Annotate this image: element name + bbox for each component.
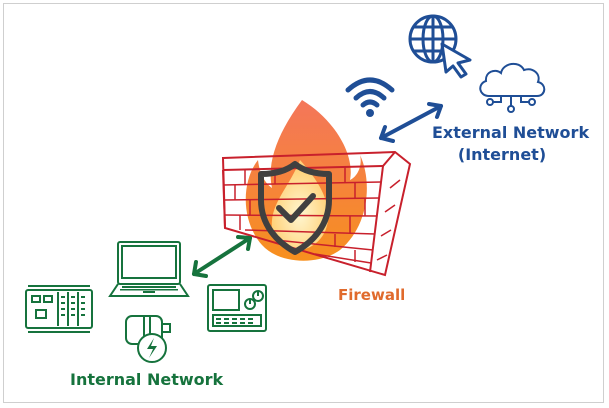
firewall-label: Firewall <box>338 286 406 304</box>
cloud-network-icon <box>479 62 546 113</box>
control-panel-icon <box>207 284 267 332</box>
flame-icon <box>245 100 367 261</box>
external-network-subtitle: (Internet) <box>457 145 547 164</box>
internal-network-label: Internal Network <box>70 370 224 389</box>
globe-cursor-icon <box>408 14 472 79</box>
external-connection-arrow <box>379 102 443 143</box>
shield-check-icon <box>258 161 332 255</box>
plc-rack-icon <box>25 285 93 333</box>
motor-icon <box>125 315 171 363</box>
wifi-icon <box>345 77 395 117</box>
internal-connection-arrow <box>192 235 252 278</box>
laptop-icon <box>108 241 190 297</box>
brick-wall-icon <box>221 150 412 277</box>
external-network-label: External Network (Internet) <box>432 122 590 166</box>
external-network-title: External Network <box>432 123 590 142</box>
